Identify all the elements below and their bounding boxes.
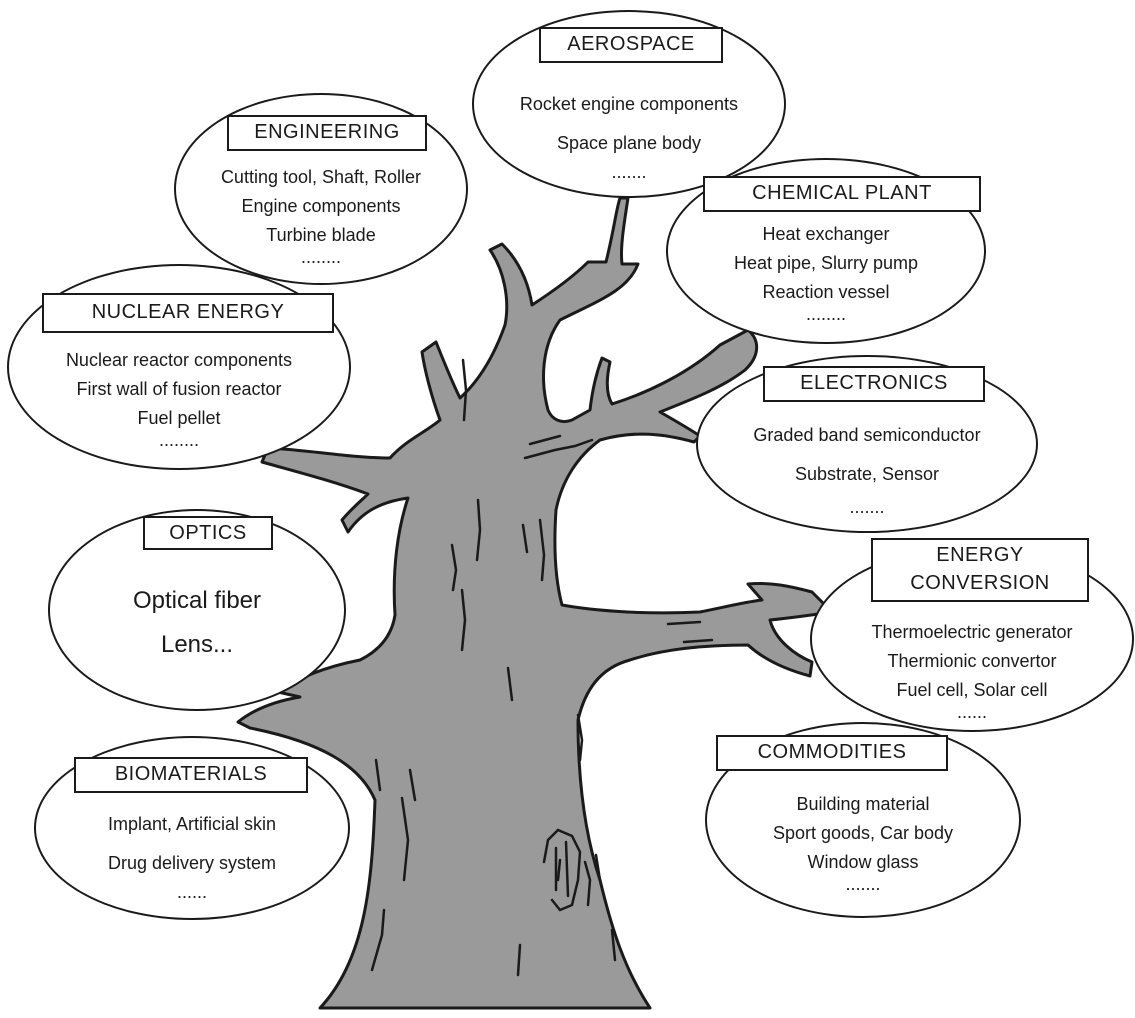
bubble-item: Nuclear reactor components: [65, 350, 293, 370]
bubble-item: .......: [849, 497, 885, 517]
bubble-optics: Optical fiber Lens...: [48, 509, 346, 711]
bubble-item: .......: [845, 874, 881, 894]
bubble-item: Turbine blade: [266, 225, 376, 245]
bubble-item: Graded band semiconductor: [753, 425, 981, 445]
bubble-item: First wall of fusion reactor: [76, 379, 282, 399]
bubble-item: Thermionic convertor: [887, 651, 1057, 671]
bubble-item: Heat pipe, Slurry pump: [733, 253, 919, 273]
bubble-item: Heat exchanger: [762, 224, 890, 244]
bubble-item: Substrate, Sensor: [794, 464, 940, 484]
bubble-item: ......: [956, 702, 987, 722]
bubble-item: ........: [158, 430, 199, 450]
category-label-biomaterials: BIOMATERIALS: [74, 757, 308, 793]
bubble-item: Cutting tool, Shaft, Roller: [220, 167, 422, 187]
category-label-electronics: ELECTRONICS: [763, 366, 985, 402]
bubble-item: Window glass: [807, 852, 919, 872]
category-label-engineering: ENGINEERING: [227, 115, 427, 151]
bubble-item: Drug delivery system: [107, 853, 277, 873]
category-label-energy-conversion: ENERGY CONVERSION: [871, 538, 1089, 602]
bubble-item: Thermoelectric generator: [871, 622, 1073, 642]
bubble-item: Space plane body: [556, 133, 702, 153]
bubble-item: Engine components: [241, 196, 401, 216]
category-title-line: ENERGY: [936, 544, 1024, 566]
category-label-chemical-plant: CHEMICAL PLANT: [703, 176, 981, 212]
bubble-item: Lens...: [160, 631, 234, 658]
bubble-item: Building material: [796, 794, 930, 814]
category-label-optics: OPTICS: [143, 516, 273, 550]
bubble-item: ........: [300, 247, 341, 267]
bubble-item: Fuel cell, Solar cell: [896, 680, 1048, 700]
category-label-nuclear-energy: NUCLEAR ENERGY: [42, 293, 334, 333]
bubble-item: ......: [176, 882, 207, 902]
bark-texture: [370, 358, 714, 977]
bubble-item: .......: [611, 162, 647, 182]
tree-trunk: [236, 196, 834, 1010]
category-label-commodities: COMMODITIES: [716, 735, 948, 771]
category-label-aerospace: AEROSPACE: [539, 27, 723, 63]
bubble-item: ........: [805, 304, 846, 324]
bubble-item: Fuel pellet: [137, 408, 221, 428]
bubble-item: Sport goods, Car body: [772, 823, 954, 843]
bubble-item: Implant, Artificial skin: [107, 814, 277, 834]
category-title-line: CONVERSION: [910, 572, 1050, 594]
bubble-item: Rocket engine components: [519, 94, 739, 114]
bubble-item: Reaction vessel: [762, 282, 890, 302]
bubble-item: Optical fiber: [132, 587, 262, 614]
